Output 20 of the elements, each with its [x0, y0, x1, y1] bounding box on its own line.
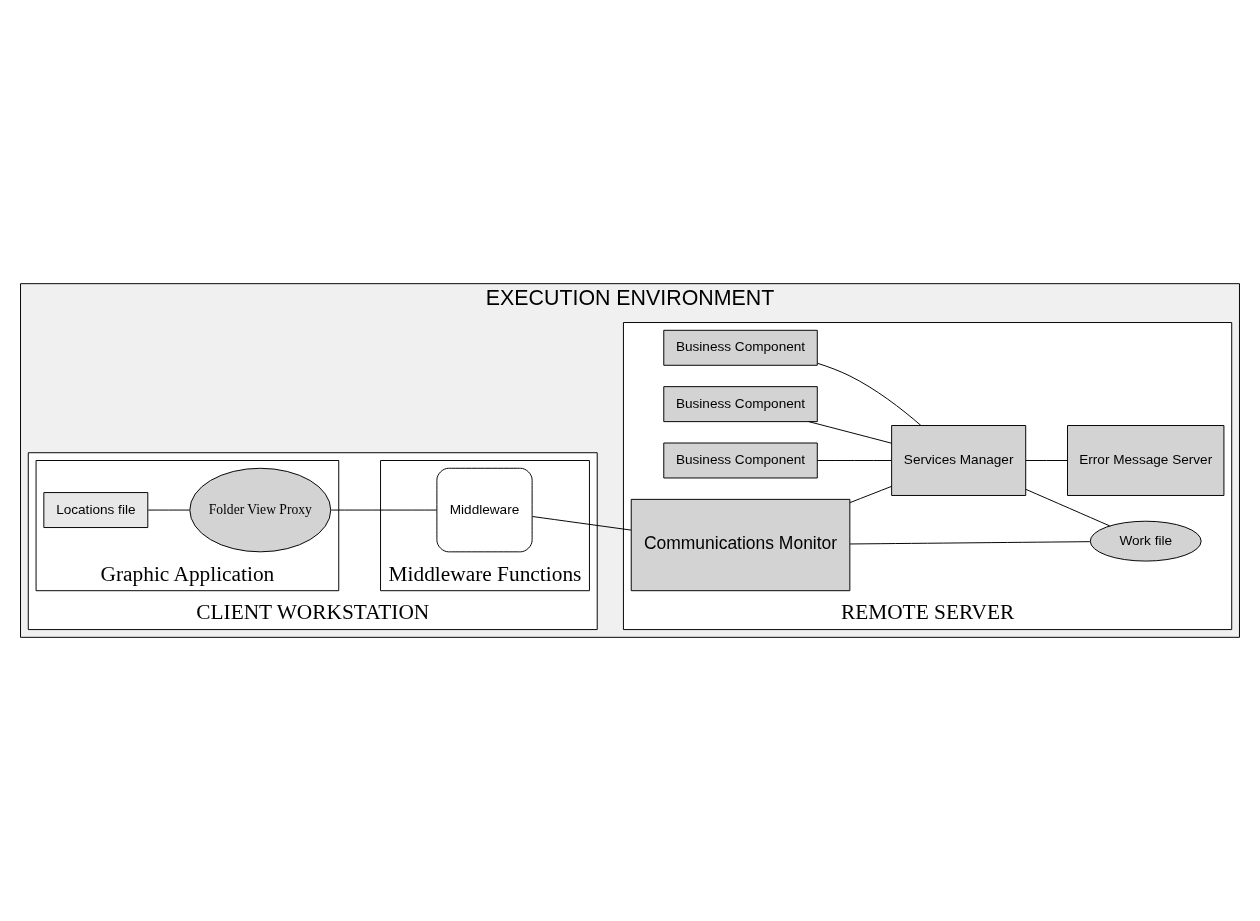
- node-box: Business Component: [663, 386, 818, 423]
- node-box: Business Component: [663, 442, 818, 479]
- connector: [808, 421, 893, 444]
- connector: [1025, 488, 1111, 527]
- connector: [817, 362, 922, 426]
- node-ellipse: Folder View Proxy: [189, 467, 332, 553]
- connector: [849, 541, 1091, 545]
- node-box: Communications Monitor: [630, 498, 851, 592]
- connector: [147, 509, 190, 511]
- node-box: Services Manager: [891, 425, 1027, 496]
- node-box: Middleware: [436, 467, 533, 553]
- connector: [1025, 460, 1068, 461]
- node-box: Business Component: [663, 329, 818, 366]
- node-box: Error Message Server: [1067, 425, 1225, 496]
- connector: [531, 516, 632, 531]
- connector: [330, 509, 438, 511]
- node-box: Locations file: [43, 492, 149, 529]
- node-ellipse: Work file: [1089, 520, 1202, 562]
- connector: [816, 460, 892, 461]
- connector: [849, 485, 893, 504]
